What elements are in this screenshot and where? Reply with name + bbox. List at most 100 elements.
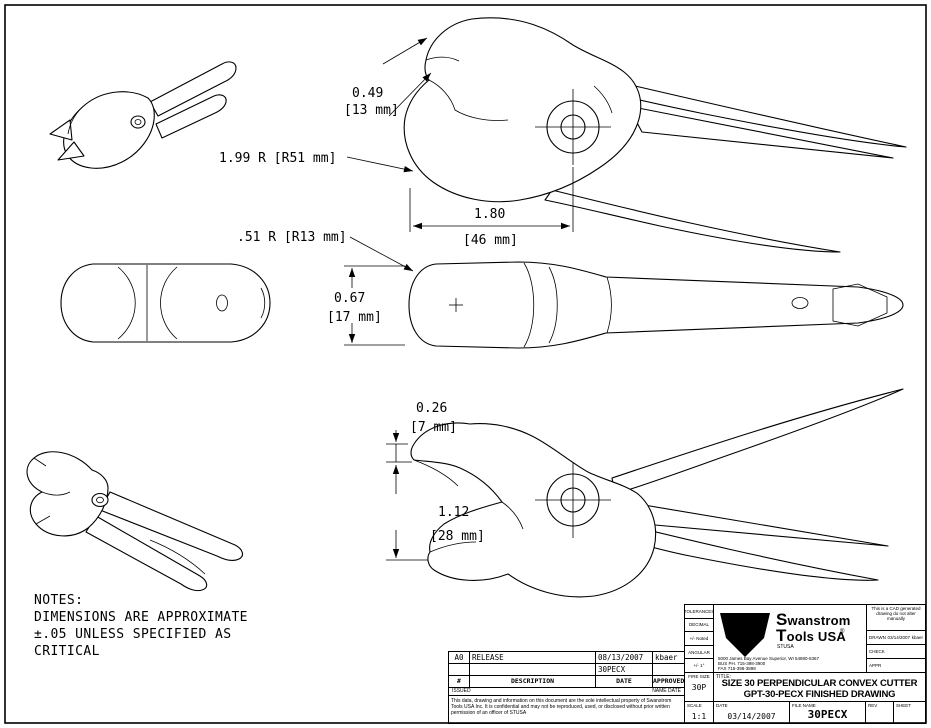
grip-hex xyxy=(832,283,888,327)
dim-plan-radius-text: .51 R [R13 mm] xyxy=(237,230,347,245)
cad-note: This is a CAD generated drawing do not a… xyxy=(867,605,925,631)
drawing-title-line2: GPT-30-PECX FINISHED DRAWING xyxy=(743,689,896,700)
dim-length: 1.80 [46 mm] xyxy=(409,167,574,248)
registered-mark: ® xyxy=(840,629,845,635)
iso-pivot-hole xyxy=(134,119,142,125)
sheet-cell: SHEET xyxy=(894,702,925,723)
revision-header-row: # DESCRIPTION DATE APPROVED xyxy=(449,676,684,688)
notes-line: ±.05 UNLESS SPECIFIED AS xyxy=(34,627,232,642)
scale-label: SCALE xyxy=(687,703,702,708)
rev-label: REV xyxy=(868,703,878,708)
iso-head xyxy=(63,91,155,169)
file-name-value: 30PECX xyxy=(807,708,848,721)
drawing-title-line1: SIZE 30 PERPENDICULAR CONVEX CUTTER xyxy=(721,678,918,689)
header-num: # xyxy=(449,676,470,687)
dim-jaw-width: 0.49 [13 mm] xyxy=(344,37,432,118)
company-name-line2: Tools USA xyxy=(776,626,846,645)
issued-label: ISSUED xyxy=(452,688,471,694)
spring-pin xyxy=(791,297,809,309)
iso2-jaw-teeth xyxy=(33,457,51,525)
scale-cell: SCALE 1:1 xyxy=(685,702,714,723)
plan-outline xyxy=(408,261,904,349)
dim-tip-mm: [7 mm] xyxy=(410,420,457,435)
rev-cell: REV xyxy=(866,702,894,723)
size-value: 30P xyxy=(691,683,707,692)
legal-text: This data, drawing and information on th… xyxy=(451,698,672,716)
revision-table: A0 RELEASE 08/13/2007 kbaer 30PECX # DES… xyxy=(448,651,685,724)
sheet-label: SHEET xyxy=(896,703,912,708)
handle-upper-open xyxy=(611,388,904,495)
file-name-label: FILE NAME xyxy=(792,703,816,708)
jaw-edge xyxy=(425,56,460,62)
title-block: TOLERANCES DECIMAL +/- Noted ANGULAR +/-… xyxy=(684,604,926,724)
head-top-outline xyxy=(60,263,271,343)
revision-row: A0 RELEASE 08/13/2007 kbaer xyxy=(449,652,684,664)
head-top-view xyxy=(60,263,271,343)
check-label: CHECK xyxy=(869,649,885,654)
header-approved: APPROVED xyxy=(653,677,684,685)
jaw-curve-right xyxy=(160,266,178,340)
swanstrom-pentagon-logo xyxy=(720,613,770,657)
notes: NOTES: DIMENSIONS ARE APPROXIMATE ±.05 U… xyxy=(34,592,248,660)
tolerances-cell: TOLERANCES DECIMAL +/- Noted ANGULAR +/-… xyxy=(684,605,714,672)
name-date-label: NAME DATE xyxy=(652,688,681,694)
dim-length-mm: [46 mm] xyxy=(463,233,518,248)
upper-jaw-detail xyxy=(413,459,459,487)
company-name-line1: Swanstrom xyxy=(776,610,851,629)
date-value: 03/14/2007 xyxy=(727,712,776,721)
handle-inner-wedge xyxy=(627,105,894,159)
part-number-row: 30PECX xyxy=(449,664,684,676)
size-label: FIRE SIZE xyxy=(688,674,710,679)
lower-jaw-detail xyxy=(429,541,477,553)
iso-view-bottom-left xyxy=(26,451,244,592)
plan-handle-joint xyxy=(606,276,612,334)
dim-head-radius-text: 1.99 R [R51 mm] xyxy=(219,151,336,166)
dim-plan-height: 0.67 [17 mm] xyxy=(327,265,405,346)
dim-jaw-open-in: 1.12 xyxy=(438,505,469,520)
dim-tip-thickness: 0.26 [7 mm] xyxy=(386,401,457,463)
title-cell: TITLE: SIZE 30 PERPENDICULAR CONVEX CUTT… xyxy=(714,673,925,701)
notes-line: DIMENSIONS ARE APPROXIMATE xyxy=(34,610,248,625)
iso-view-top-left xyxy=(49,61,237,169)
appr-label: APPR xyxy=(869,663,882,668)
iso-pivot-screw xyxy=(130,115,146,129)
iso-jaw-tip-lower xyxy=(57,141,85,161)
dim-jaw-open-mm: [28 mm] xyxy=(430,529,485,544)
drawn-label: DRAWN xyxy=(869,635,886,640)
iso-handle-upper xyxy=(149,61,237,117)
revision-date: 08/13/2007 xyxy=(596,652,653,663)
handle-lower xyxy=(544,189,841,253)
iso-handle-lower xyxy=(155,94,227,139)
drawn-date: 03/14/2007 xyxy=(887,635,911,640)
jaw-curve-left xyxy=(117,266,136,340)
company-abbrev: STUSA xyxy=(777,644,794,650)
revision-approved: kbaer xyxy=(655,653,678,662)
dim-plan-height-in: 0.67 xyxy=(334,291,365,306)
date-cell: DATE 03/14/2007 xyxy=(714,702,790,723)
header-date: DATE xyxy=(596,676,653,687)
tolerance-angular-label: ANGULAR xyxy=(685,646,713,660)
dim-jaw-width-in: 0.49 xyxy=(352,86,383,101)
appr-row: APPR xyxy=(867,659,925,672)
neck-detail xyxy=(593,85,613,114)
company-address: 5000 James Bay Avenue Superior, WI 54880… xyxy=(718,656,819,671)
dim-length-in: 1.80 xyxy=(474,207,505,222)
nose-arc xyxy=(260,287,266,319)
tolerances-header: TOLERANCES xyxy=(684,605,714,619)
approvals-cell: This is a CAD generated drawing do not a… xyxy=(867,605,925,672)
cutter-head-open xyxy=(410,422,657,598)
jaw-detail xyxy=(428,79,509,121)
iso2-pivot-screw xyxy=(91,492,109,508)
iso-jaw-tip-upper xyxy=(49,119,73,141)
company-name: Swanstrom Tools USA xyxy=(776,612,851,644)
tolerance-decimal-label: DECIMAL xyxy=(685,619,713,633)
issued-strip: ISSUED NAME DATE xyxy=(449,688,684,696)
dim-plan-radius: .51 R [R13 mm] xyxy=(237,230,414,272)
company-logo-cell: Swanstrom Tools USA ® STUSA 5000 James B… xyxy=(714,605,867,672)
title-label: TITLE: xyxy=(716,674,732,680)
side-view-bottom xyxy=(410,388,904,598)
part-number: 30PECX xyxy=(596,664,653,675)
dim-plan-height-mm: [17 mm] xyxy=(327,310,382,325)
drawn-by: kbaer xyxy=(911,635,923,640)
throat-detail xyxy=(501,501,524,530)
